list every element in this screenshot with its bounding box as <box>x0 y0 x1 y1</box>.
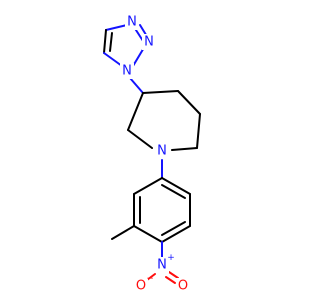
atom-nitro-o-double: O <box>178 279 188 294</box>
atom-triazole-n3: N <box>127 15 137 30</box>
bond-nitro-o-double-b <box>165 276 176 284</box>
bond-benzene-6-1-b <box>161 184 186 199</box>
bond-azepane-6 <box>127 92 144 131</box>
bond-triazole-c4-c5-b <box>109 32 113 52</box>
atom-azepane-n: N <box>157 144 167 159</box>
bond-methyl <box>111 225 135 240</box>
atom-nitro-o-minus: O <box>136 279 146 294</box>
bond-nitro-o-minus <box>146 273 156 281</box>
atom-triazole-n1: N <box>122 64 132 79</box>
charge-nitro-n-plus: + <box>167 253 175 263</box>
bond-nitro-o-double-a <box>168 271 179 279</box>
bond-azepane-3 <box>196 113 201 149</box>
bond-benzene-4-5-b <box>161 221 186 236</box>
bond-azepane-1 <box>142 90 179 94</box>
bond-triazole-azepane <box>129 77 144 94</box>
bond-azepane-5 <box>127 129 153 149</box>
atom-labels: N N N N N + O − O <box>120 14 190 294</box>
charge-nitro-o-minus: − <box>146 274 154 284</box>
bond-azepane-4 <box>171 147 198 151</box>
bond-benzene-6-1-a <box>161 177 191 195</box>
bond-azepane-2 <box>177 90 201 115</box>
atom-triazole-n2: N <box>144 35 154 50</box>
bond-triazole-c5-n1 <box>103 52 123 67</box>
bond-benzene-1-2 <box>133 177 163 195</box>
azepane-ring <box>127 90 201 151</box>
atom-nitro-n: N <box>157 258 167 273</box>
benzene-ring <box>133 177 191 243</box>
bond-triazole-n3-c4 <box>105 24 128 31</box>
bond-benzene-4-5-a <box>161 225 191 243</box>
bond-benzene-3-4 <box>133 225 163 243</box>
molecule-structure-canvas: N N N N N + O − O <box>103 14 201 294</box>
bond-triazole-c4-c5-a <box>103 29 107 54</box>
